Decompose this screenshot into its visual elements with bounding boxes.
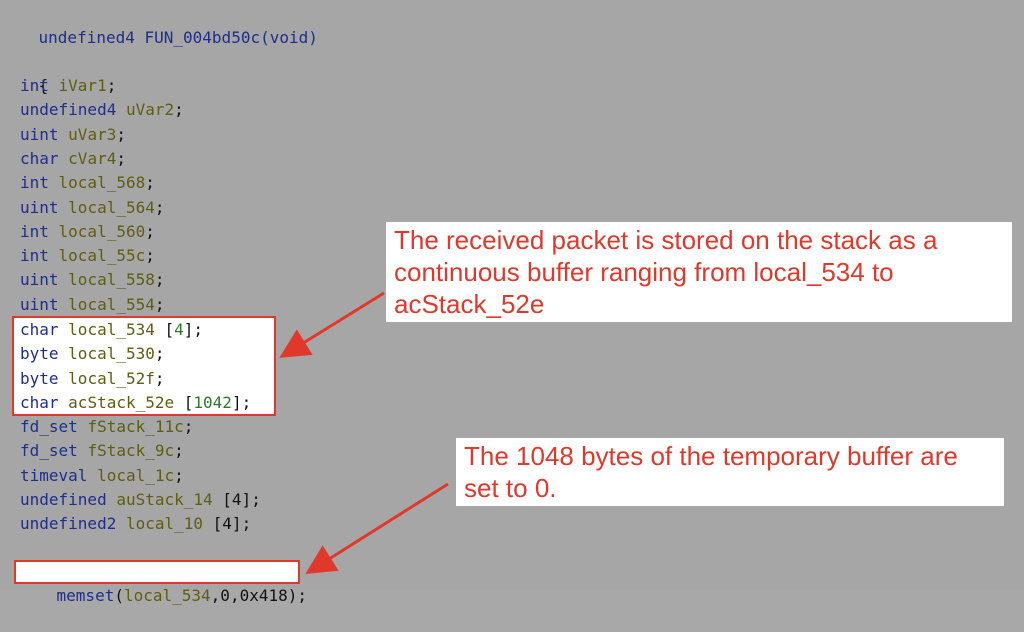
punct: ; (174, 465, 184, 485)
var-name[interactable]: local_530 (68, 344, 155, 364)
array-size: 1042 (193, 392, 232, 412)
punct: [4]; (212, 489, 261, 509)
buffer-highlight-box (12, 316, 276, 416)
var-type[interactable]: undefined2 (20, 514, 126, 534)
buffer-declaration-line[interactable]: byte local_52f; (20, 367, 165, 391)
punct: ; (183, 417, 194, 436)
var-name[interactable]: local_52f (68, 368, 155, 388)
punct: ; (145, 246, 155, 266)
declaration-line[interactable]: int local_568; (20, 171, 155, 195)
declaration-line[interactable]: uint local_564; (20, 196, 165, 220)
buffer-declaration-line[interactable]: char acStack_52e [1042]; (20, 391, 251, 415)
var-name[interactable]: local_568 (58, 173, 146, 193)
callout-stack-buffer: The received packet is stored on the sta… (386, 222, 1012, 322)
memset-call-line[interactable]: memset(local_534,0,0x418); (56, 586, 307, 605)
var-name[interactable]: local_564 (68, 197, 155, 217)
var-type[interactable]: int (20, 246, 59, 266)
var-name[interactable]: local_558 (68, 270, 155, 290)
punct: ; (154, 197, 165, 217)
declaration-line[interactable]: undefined2 local_10 [4]; (20, 512, 251, 536)
var-name[interactable]: local_55c (58, 246, 146, 266)
var-name[interactable]: fStack_9c (87, 441, 175, 461)
punct: ; (145, 173, 155, 193)
punct: ]; (183, 320, 204, 339)
buffer-declaration-line[interactable]: char local_534 [4]; (20, 318, 203, 342)
declaration-line[interactable]: char cVar4; (20, 147, 126, 171)
callout-memset: The 1048 bytes of the temporary buffer a… (456, 438, 1004, 506)
punct: [ (174, 392, 194, 412)
punct: ; (154, 368, 165, 388)
punct: ; (154, 270, 165, 290)
var-name[interactable]: local_10 (125, 514, 204, 534)
var-type[interactable]: undefined4 (20, 100, 126, 120)
var-name[interactable]: local_554 (68, 294, 155, 314)
declaration-line[interactable]: fd_set fStack_11c; (20, 415, 193, 439)
array-size: 4 (174, 320, 184, 339)
declaration-line[interactable]: uint local_558; (20, 268, 165, 292)
punct: ; (106, 76, 117, 95)
var-name[interactable]: fStack_11c (87, 417, 184, 436)
declaration-line[interactable]: undefined4 uVar2; (20, 98, 184, 122)
declaration-line[interactable]: undefined auStack_14 [4]; (20, 488, 261, 512)
var-type[interactable]: uint (20, 270, 69, 290)
var-type[interactable]: fd_set (20, 417, 88, 436)
punct: ]; (231, 392, 252, 412)
var-type[interactable]: uint (20, 124, 69, 144)
var-name[interactable]: auStack_14 (116, 489, 213, 509)
var-name[interactable]: iVar1 (58, 76, 107, 95)
var-type[interactable]: fd_set (20, 441, 88, 461)
var-type[interactable]: int (20, 76, 59, 95)
var-name[interactable]: uVar3 (68, 124, 117, 144)
punct: ; (145, 221, 155, 241)
var-name[interactable]: cVar4 (68, 148, 117, 168)
memset-arg-buffer[interactable]: local_534 (123, 586, 211, 605)
var-type[interactable]: uint (20, 294, 69, 314)
var-type[interactable]: byte (20, 344, 69, 364)
punct: [ (154, 320, 175, 339)
return-type: undefined4 FUN_004bd50c(void) (38, 28, 318, 47)
var-type[interactable]: char (20, 320, 69, 339)
var-name[interactable]: local_534 (68, 320, 155, 339)
memset-highlight-box (14, 560, 300, 584)
open-brace: { (38, 76, 49, 95)
var-type[interactable]: char (20, 148, 69, 168)
function-signature[interactable]: undefined4 FUN_004bd50c(void) (0, 2, 318, 47)
var-type[interactable]: char (20, 392, 69, 412)
punct: ; (174, 441, 184, 461)
punct: ; (116, 148, 126, 168)
punct: ; (116, 124, 126, 144)
declaration-line[interactable]: int local_560; (20, 220, 155, 244)
var-name[interactable]: uVar2 (125, 100, 175, 120)
var-type[interactable]: int (20, 221, 59, 241)
var-name[interactable]: local_1c (97, 465, 175, 485)
var-name[interactable]: acStack_52e (68, 392, 175, 412)
var-type[interactable]: byte (20, 368, 69, 388)
var-type[interactable]: undefined (20, 489, 117, 509)
punct: ; (154, 294, 165, 314)
var-type[interactable]: uint (20, 197, 69, 217)
punct: ; (174, 100, 184, 120)
declaration-line[interactable]: timeval local_1c; (20, 464, 184, 488)
memset-function[interactable]: memset (56, 586, 115, 605)
declaration-line[interactable]: fd_set fStack_9c; (20, 439, 184, 463)
punct: [4]; (203, 514, 252, 534)
var-name[interactable]: local_560 (58, 221, 146, 241)
declaration-line[interactable]: int local_55c; (20, 244, 155, 268)
declaration-line[interactable]: int iVar1; (20, 74, 116, 98)
declaration-line[interactable]: uint uVar3; (20, 123, 126, 147)
buffer-declaration-line[interactable]: byte local_530; (20, 342, 165, 366)
punct: ; (154, 344, 165, 364)
var-type[interactable]: timeval (20, 465, 98, 485)
var-type[interactable]: int (20, 173, 59, 193)
declaration-line[interactable]: uint local_554; (20, 293, 165, 317)
